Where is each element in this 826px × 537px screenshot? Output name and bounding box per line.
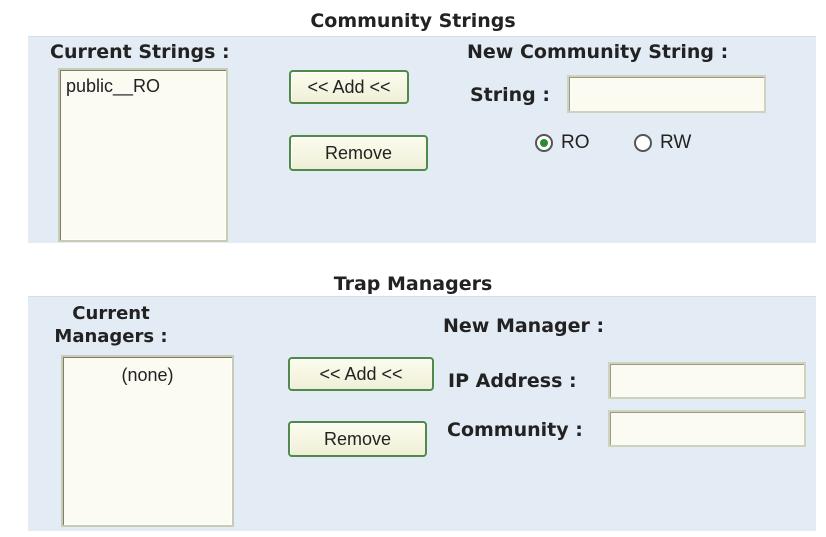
- ip-address-label: IP Address :: [448, 370, 577, 392]
- community-label: Community :: [447, 419, 583, 441]
- trap-managers-title: Trap Managers: [333, 273, 493, 295]
- radio-ro-label: RO: [561, 132, 590, 153]
- current-strings-label: Current Strings :: [50, 41, 230, 63]
- radio-rw-label: RW: [660, 132, 692, 153]
- current-managers-label-line1: Current: [72, 303, 150, 324]
- list-item[interactable]: (none): [121, 365, 174, 385]
- current-managers-label: Current Managers :: [28, 302, 194, 348]
- ip-address-input[interactable]: [608, 362, 806, 399]
- current-strings-list[interactable]: public__RO: [58, 68, 228, 242]
- radio-rw[interactable]: [634, 134, 652, 152]
- community-strings-title: Community Strings: [310, 10, 516, 32]
- add-community-button[interactable]: << Add <<: [289, 70, 409, 104]
- new-community-string-label: New Community String :: [467, 41, 729, 63]
- current-managers-list[interactable]: (none): [61, 355, 234, 527]
- string-input[interactable]: [567, 75, 766, 113]
- radio-ro[interactable]: [535, 134, 553, 152]
- add-manager-button[interactable]: << Add <<: [288, 357, 434, 391]
- list-item[interactable]: public__RO: [66, 76, 161, 96]
- remove-manager-button[interactable]: Remove: [288, 421, 427, 457]
- community-input[interactable]: [608, 410, 806, 447]
- current-managers-label-line2: Managers :: [54, 326, 168, 347]
- string-label: String :: [470, 84, 550, 106]
- new-manager-label: New Manager :: [443, 315, 605, 337]
- remove-community-button[interactable]: Remove: [289, 135, 428, 171]
